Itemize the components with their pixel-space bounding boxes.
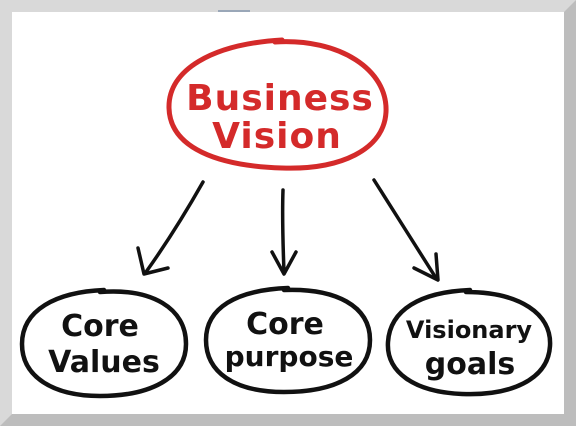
- node-core-purpose-line2: purpose: [225, 340, 354, 373]
- node-business-vision: Business Vision: [166, 37, 389, 171]
- frame-tab-mark: [218, 10, 250, 12]
- arrow-to-core-purpose: [270, 188, 298, 276]
- node-core-values-line2: Values: [48, 345, 160, 380]
- node-visionary-goals-outline: [385, 287, 553, 397]
- node-core-values-line1: Core: [61, 309, 139, 344]
- node-core-values: Core Values: [19, 287, 189, 399]
- node-core-purpose-outline: [203, 285, 373, 395]
- node-business-vision-line1: Business: [186, 78, 374, 119]
- node-visionary-goals-line2: goals: [425, 347, 515, 382]
- node-core-purpose-line1: Core: [246, 307, 324, 342]
- node-visionary-goals: Visionary goals: [385, 287, 553, 397]
- arrow-to-visionary-goals: [372, 178, 440, 282]
- node-business-vision-outline: [166, 37, 389, 171]
- arrow-to-core-values: [136, 180, 205, 276]
- node-core-values-outline: [19, 287, 189, 399]
- node-business-vision-line2: Vision: [212, 116, 342, 157]
- node-core-purpose: Core purpose: [203, 285, 373, 395]
- node-visionary-goals-line1: Visionary: [406, 316, 532, 344]
